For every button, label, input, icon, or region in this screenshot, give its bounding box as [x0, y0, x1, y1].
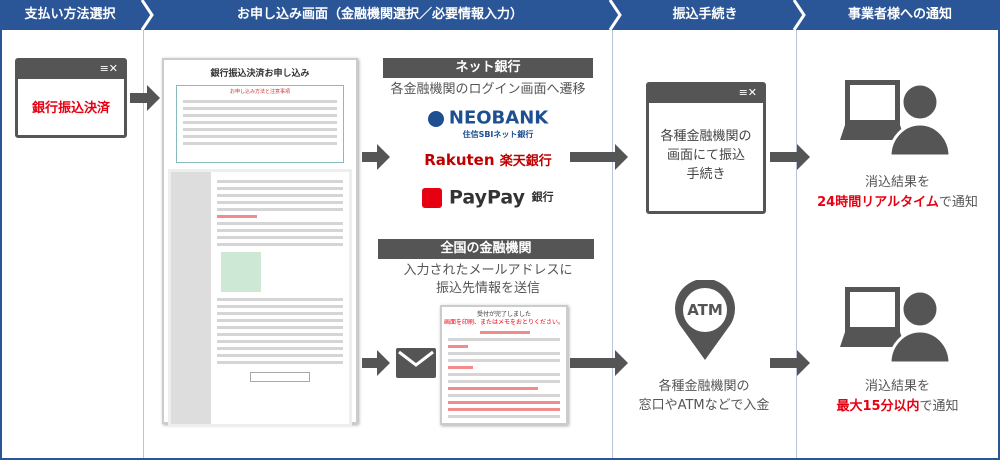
- atm-pin-icon: ATM: [672, 278, 738, 362]
- national-desc-1: 入力されたメールアドレスに: [403, 263, 573, 278]
- step-header: [0, 0, 1000, 30]
- form-title: 銀行振込決済お申し込み: [210, 69, 310, 79]
- paypay-logo: PayPay 銀行: [398, 184, 578, 210]
- notify-realtime-1: 消込結果を: [864, 175, 930, 190]
- national-desc-2: 振込先情報を送信: [435, 281, 540, 296]
- bank-screen-window: ≡✕ 各種金融機関の 画面にて振込 手続き: [646, 82, 766, 214]
- step-notify: 事業者様への通知: [847, 7, 952, 22]
- email-title: 受付が完了しました: [476, 311, 531, 318]
- application-form-mock: 銀行振込決済お申し込み お申し込み方法と注意事項: [162, 58, 358, 427]
- divider: [612, 30, 613, 460]
- step-application: お申し込み画面（金融機関選択／必要情報入力）: [236, 7, 523, 22]
- email-warning: 画面を印刷、またはメモをおとりください。: [443, 319, 564, 326]
- chevron-icon: [608, 0, 622, 30]
- merchant-user-icon: [840, 287, 952, 365]
- arrow-icon: [362, 144, 390, 170]
- payment-method-window: ≡✕ 銀行振込決済: [15, 58, 127, 138]
- arrow-icon: [570, 350, 628, 376]
- transfer-text: 画面にて振込: [666, 148, 745, 163]
- step-transfer: 振込手続き: [672, 7, 738, 22]
- net-bank-desc: 各金融機関のログイン画面へ遷移: [390, 82, 586, 97]
- transfer-text: 手続き: [686, 167, 726, 182]
- arrow-icon: [362, 350, 390, 376]
- chevron-icon: [792, 0, 806, 30]
- national-bank-label: 全国の金融機関: [378, 239, 594, 259]
- transfer-text: 各種金融機関の: [660, 129, 752, 144]
- window-controls-icon: ≡✕: [18, 61, 124, 79]
- chevron-icon: [140, 0, 154, 30]
- arrow-icon: [130, 85, 160, 111]
- payment-method-label: 銀行振込決済: [31, 101, 110, 116]
- merchant-user-icon: [840, 80, 952, 158]
- form-notice-heading: お申し込み方法と注意事項: [229, 89, 290, 95]
- net-bank-label: ネット銀行: [383, 58, 593, 78]
- notify-realtime-2: 24時間リアルタイムで通知: [817, 195, 978, 210]
- atm-text-1: 各種金融機関の: [658, 379, 750, 394]
- email-mock: 受付が完了しました 画面を印刷、またはメモをおとりください。: [440, 305, 568, 425]
- arrow-icon: [570, 144, 628, 170]
- notify-15min-1: 消込結果を: [864, 379, 930, 394]
- window-controls-icon: ≡✕: [649, 85, 763, 103]
- step-payment-select: 支払い方法選択: [24, 7, 116, 22]
- arrow-icon: [770, 350, 810, 376]
- divider: [796, 30, 797, 460]
- arrow-icon: [770, 144, 810, 170]
- envelope-icon: [396, 348, 436, 378]
- atm-text-2: 窓口やATMなどで入金: [638, 398, 770, 413]
- notify-15min-2: 最大15分以内で通知: [836, 399, 959, 414]
- neobank-logo: NEOBANK 住信SBIネット銀行: [398, 106, 578, 144]
- divider: [143, 30, 144, 460]
- rakuten-logo: Rakuten 楽天銀行: [424, 151, 552, 169]
